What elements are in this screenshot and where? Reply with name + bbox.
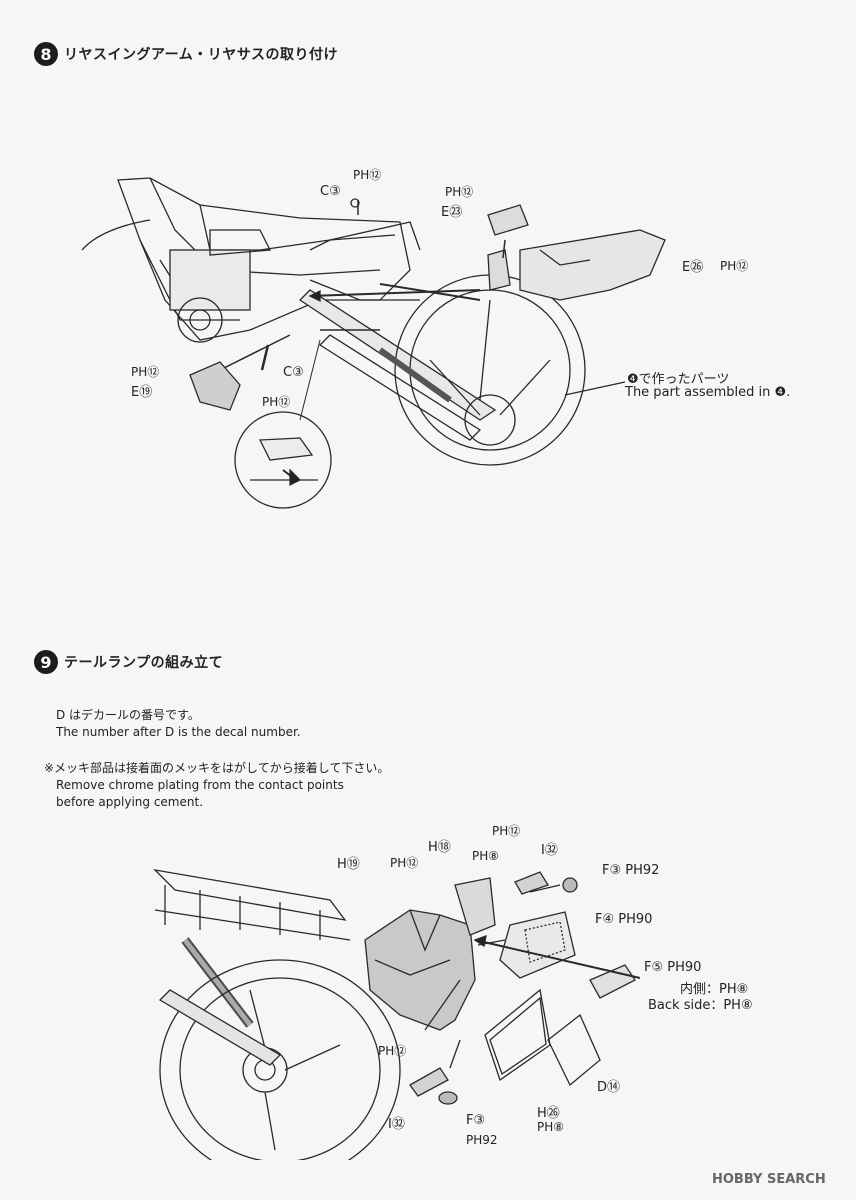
- step-8-heading: 8 リヤスイングアーム・リヤサスの取り付け: [34, 42, 338, 66]
- label-f4: F④ PH90: [595, 912, 653, 927]
- label-ph12-e23: PH⑫: [445, 185, 474, 199]
- label-ph8-a: PH⑧: [472, 849, 500, 863]
- label-assembled-jp: ❹で作ったパーツ: [627, 372, 730, 387]
- label-e19: E⑲: [131, 385, 153, 400]
- label-i32-top: I㉜: [541, 843, 558, 858]
- step-8-number: 8: [34, 42, 58, 66]
- decal-note: D はデカールの番号です。 The number after D is the …: [56, 707, 301, 741]
- step-9-number: 9: [34, 650, 58, 674]
- label-i32-bottom: I㉜: [388, 1117, 405, 1132]
- label-f5: F⑤ PH90: [644, 960, 702, 975]
- label-ph92: PH92: [466, 1133, 498, 1147]
- step-9-title: テールランプの組み立て: [64, 655, 224, 671]
- label-e23: E㉓: [441, 205, 463, 220]
- label-ph8-b: PH⑧: [537, 1120, 565, 1134]
- step-9-illustration: [153, 869, 641, 1160]
- chrome-note-en-2: before applying cement.: [56, 795, 204, 809]
- hobby-search-watermark: HOBBY SEARCH: [712, 1172, 826, 1187]
- chrome-note: ※メッキ部品は接着面のメッキをはがしてから接着して下さい。 Remove chr…: [44, 760, 389, 811]
- label-c3-bottom: C③: [283, 365, 304, 380]
- label-ph12-a: PH⑫: [390, 856, 419, 870]
- label-h19: H⑲: [337, 857, 360, 872]
- label-ph12-c3-top: PH⑫: [353, 168, 382, 182]
- chrome-note-jp: ※メッキ部品は接着面のメッキをはがしてから接着して下さい。: [44, 761, 390, 775]
- label-e26: E㉖: [682, 260, 704, 275]
- label-ph12-c3-bottom: PH⑫: [262, 395, 291, 409]
- label-ph12-e26: PH⑫: [720, 259, 749, 273]
- step-8-title: リヤスイングアーム・リヤサスの取り付け: [64, 47, 338, 63]
- label-ph12-c: PH⑫: [378, 1044, 407, 1058]
- label-h18: H⑱: [428, 840, 451, 855]
- chrome-note-en-1: Remove chrome plating from the contact p…: [56, 778, 344, 792]
- decal-note-jp: D はデカールの番号です。: [56, 708, 200, 722]
- label-f3-bottom: F③: [466, 1113, 486, 1128]
- label-f3-top: F③ PH92: [602, 863, 660, 878]
- label-assembled-en: The part assembled in ❹.: [625, 385, 791, 400]
- label-h26: H㉖: [537, 1106, 560, 1121]
- label-c3-top: C③: [320, 184, 341, 199]
- label-ph12-b: PH⑫: [492, 824, 521, 838]
- label-d14: D⑭: [597, 1080, 621, 1095]
- step-8-illustration: [81, 177, 666, 509]
- label-back-side-jp: 内側：PH⑧: [680, 982, 749, 997]
- step-9-heading: 9 テールランプの組み立て: [34, 650, 223, 674]
- decal-note-en: The number after D is the decal number.: [56, 725, 301, 739]
- label-back-side-en: Back side：PH⑧: [648, 998, 753, 1013]
- label-ph12-e19: PH⑫: [131, 365, 160, 379]
